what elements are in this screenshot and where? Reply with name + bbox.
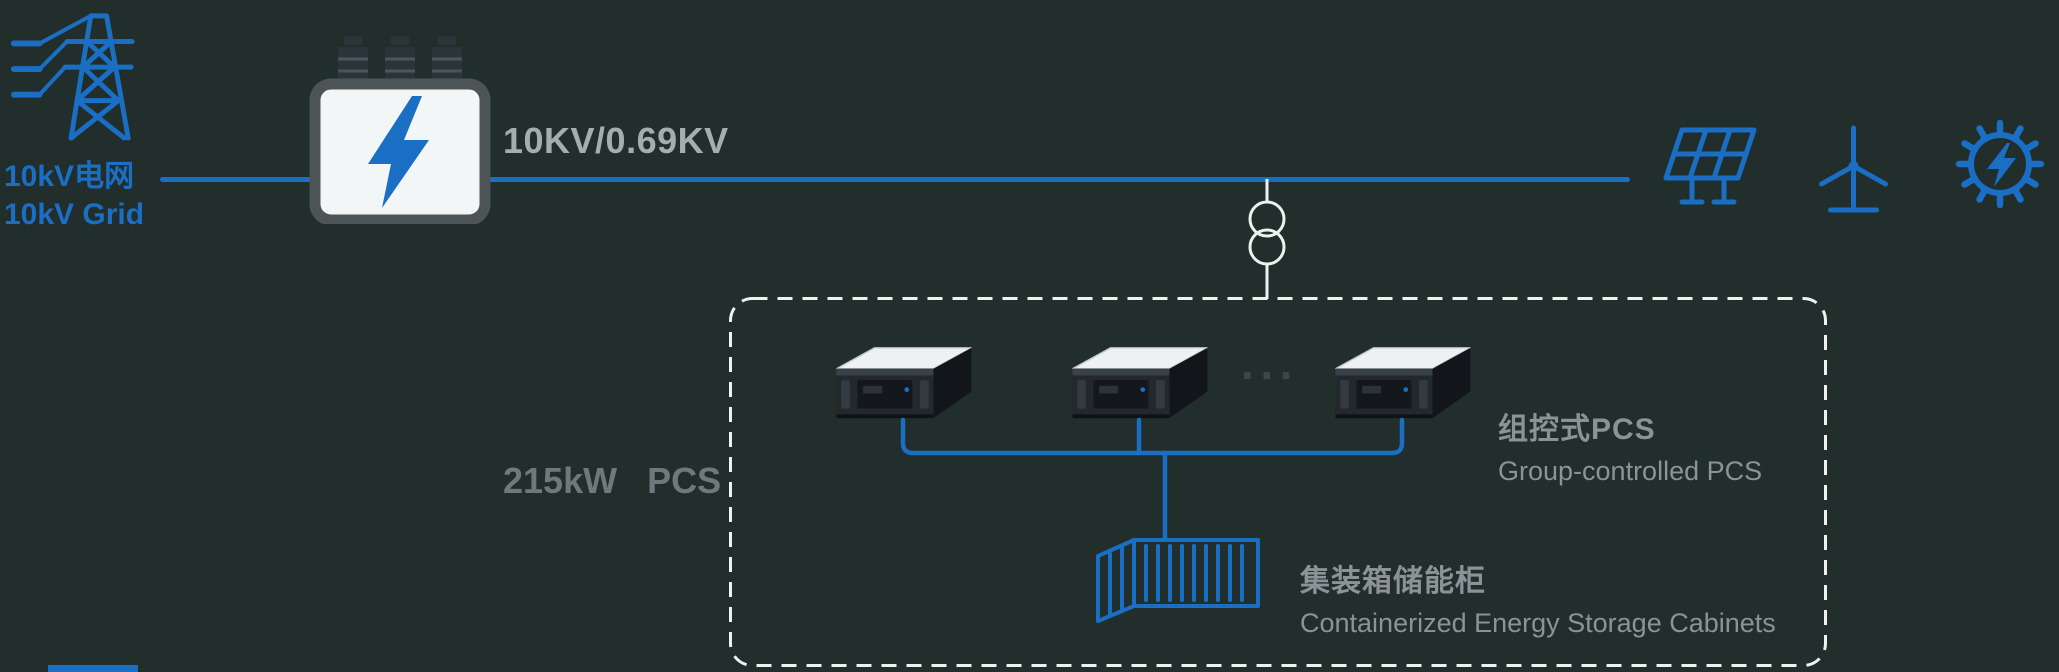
storage-container-label: 集装箱储能柜 Containerized Energy Storage Cabi… [1300,556,1776,639]
solar-panel-icon [1663,127,1757,205]
group-pcs-label-cn: 组控式PCS [1498,413,1656,446]
transmission-tower-icon [10,13,135,141]
pcs-capacity-label: 215kW PCS [503,460,722,501]
pcs-inverter-unit-3 [1335,347,1471,419]
grid-label: 10kV电网 10kV Grid [4,158,144,233]
lightning-bolt [1987,143,2016,187]
pcs-group-dashed-boundary [729,297,1827,667]
wind-turbine-icon [1819,125,1888,213]
storage-container-icon [1096,538,1260,623]
transformer-lightning-icon [309,36,491,224]
group-pcs-label-en: Group-controlled PCS [1498,456,1763,486]
storage-label-cn: 集装箱储能柜 [1300,565,1486,598]
main-bus-line [160,177,1630,182]
cropped-line-artifact [48,665,138,672]
group-pcs-label: 组控式PCS Group-controlled PCS [1498,404,1762,487]
grid-label-en: 10kV Grid [4,197,145,231]
lightning-bolt [368,96,429,208]
pcs-connection-lines [900,417,1405,540]
pcs-inverter-unit-2 [1072,347,1208,419]
gear-lightning-icon [1955,119,2045,209]
transformer-bushings [338,36,462,85]
transformer-winding-symbol [1248,179,1286,299]
pcs-inverter-unit-1 [836,347,972,419]
more-units-ellipsis: ··· [1241,349,1299,401]
storage-label-en: Containerized Energy Storage Cabinets [1300,608,1776,638]
voltage-ratio-label: 10KV/0.69KV [503,120,729,161]
grid-label-cn: 10kV电网 [4,160,135,193]
